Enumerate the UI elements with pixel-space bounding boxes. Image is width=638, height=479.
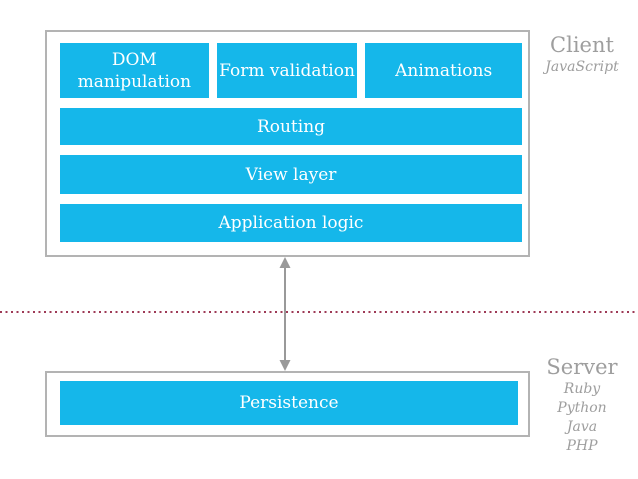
client-side-label: Client JavaScript bbox=[530, 32, 634, 77]
client-box: DOM manipulation Form validation Animati… bbox=[45, 30, 530, 257]
form-validation-box: Form validation bbox=[216, 43, 358, 98]
client-title: Client bbox=[550, 33, 614, 57]
application-logic-bar: Application logic bbox=[60, 204, 522, 242]
server-language-java: Java bbox=[566, 419, 598, 435]
animations-box: Animations bbox=[365, 43, 523, 98]
persistence-label: Persistence bbox=[239, 393, 339, 413]
animations-label: Animations bbox=[395, 60, 493, 81]
application-logic-label: Application logic bbox=[218, 213, 364, 233]
server-language-ruby: Ruby bbox=[563, 381, 601, 397]
form-validation-label: Form validation bbox=[219, 60, 355, 81]
server-side-label: Server Ruby Python Java PHP bbox=[530, 354, 634, 456]
view-layer-bar: View layer bbox=[60, 155, 522, 194]
client-language-label: JavaScript bbox=[545, 59, 619, 75]
client-feature-row: DOM manipulation Form validation Animati… bbox=[60, 43, 523, 98]
server-title: Server bbox=[546, 355, 618, 379]
client-server-divider bbox=[0, 311, 638, 313]
view-layer-label: View layer bbox=[245, 164, 337, 185]
dom-manipulation-label: DOM manipulation bbox=[77, 49, 192, 92]
server-box: Persistence bbox=[45, 371, 530, 437]
server-language-python: Python bbox=[557, 400, 607, 416]
routing-label: Routing bbox=[256, 116, 326, 137]
client-server-arrow-icon bbox=[279, 257, 291, 371]
persistence-bar: Persistence bbox=[60, 381, 518, 425]
dom-manipulation-box: DOM manipulation bbox=[60, 43, 209, 98]
routing-bar: Routing bbox=[60, 108, 522, 145]
server-language-php: PHP bbox=[566, 438, 598, 454]
